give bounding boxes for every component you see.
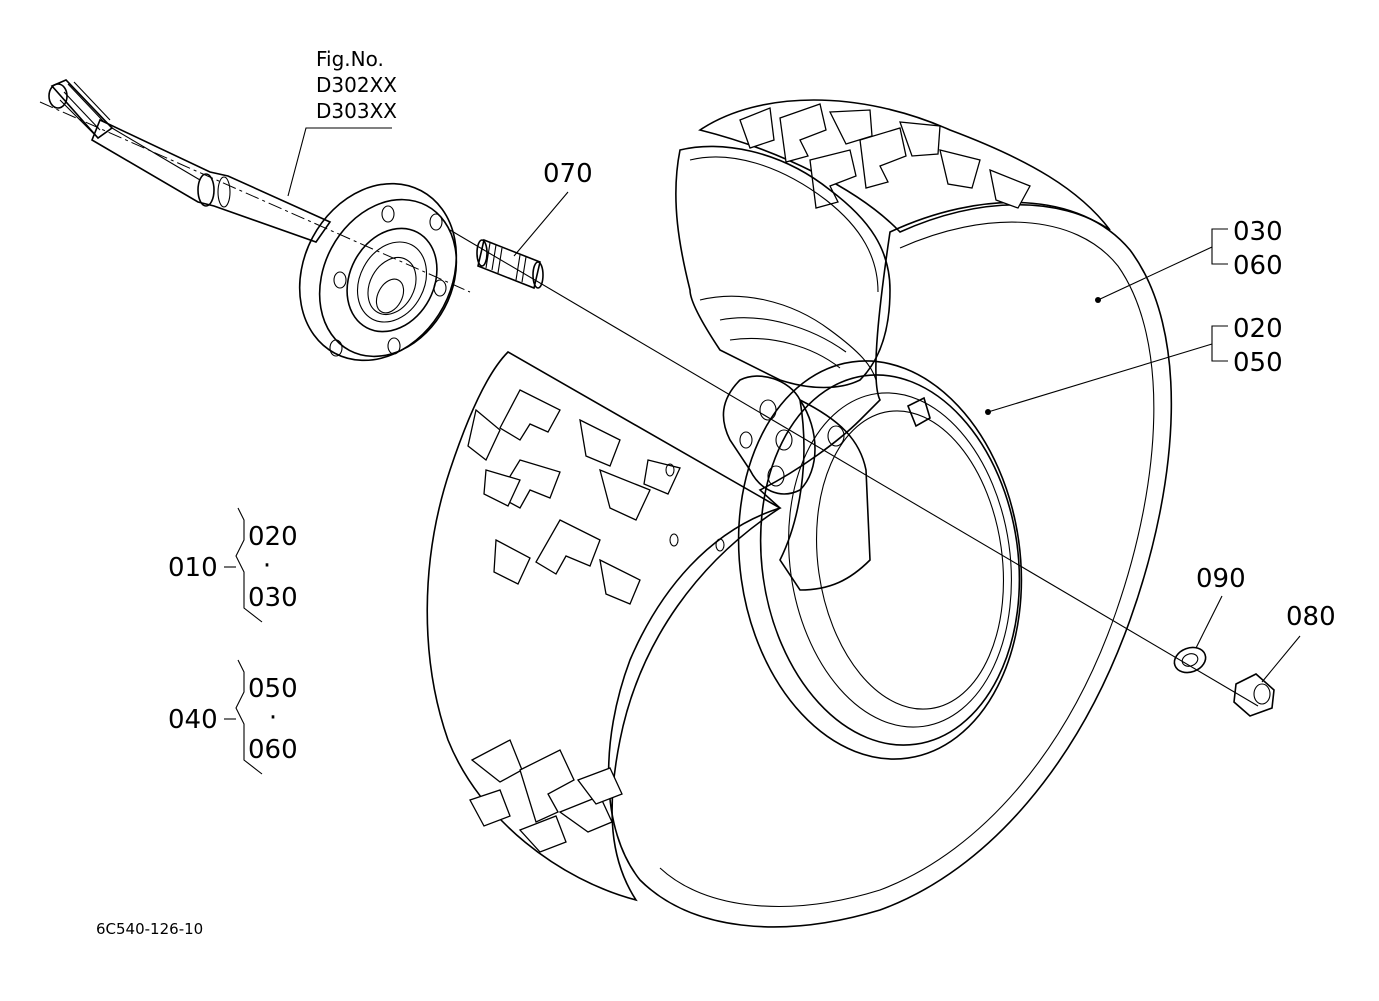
assembly-040-sep: · xyxy=(269,703,277,733)
assembly-040-first: 050 xyxy=(248,674,298,704)
callout-050: 050 xyxy=(1233,348,1283,378)
lock-washer xyxy=(1173,646,1207,674)
inner-tube xyxy=(675,145,891,389)
assembly-040-parent: 040 xyxy=(168,705,218,735)
hub-flange xyxy=(298,182,458,362)
callout-080: 080 xyxy=(1286,602,1336,632)
callout-070: 070 xyxy=(543,159,593,189)
tire xyxy=(426,99,1173,928)
callout-020: 020 xyxy=(1233,314,1283,344)
leader-lines xyxy=(224,127,1301,775)
fig-number-1: D302XX xyxy=(316,73,397,97)
assembly-010-parent: 010 xyxy=(168,553,218,583)
stud-bolt xyxy=(476,238,544,290)
hex-nut xyxy=(1233,673,1275,717)
callout-030: 030 xyxy=(1233,217,1283,247)
assembly-010-first: 020 xyxy=(248,522,298,552)
fig-number-2: D303XX xyxy=(316,99,397,123)
axle-shaft xyxy=(39,79,471,293)
rim xyxy=(665,360,1023,760)
callout-090: 090 xyxy=(1196,564,1246,594)
assembly-010-sep: · xyxy=(263,551,271,581)
drawing-code: 6C540-126-10 xyxy=(96,920,203,938)
fig-title: Fig.No. xyxy=(316,47,384,71)
assembly-010-last: 030 xyxy=(248,583,298,613)
assembly-040-last: 060 xyxy=(248,735,298,765)
callout-060: 060 xyxy=(1233,251,1283,281)
